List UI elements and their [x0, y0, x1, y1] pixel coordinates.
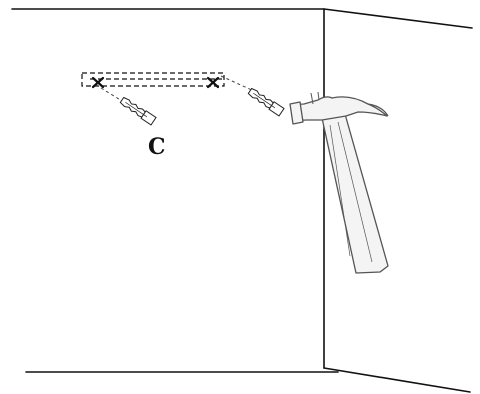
right-anchor-guide: [220, 75, 257, 93]
wall-anchor-plug-icon: [119, 96, 157, 126]
drill-mark-x-icon: [91, 76, 220, 89]
claw-hammer-icon: [289, 91, 389, 274]
left-anchor-guide: [100, 87, 123, 102]
side-wall-top-edge: [323, 8, 473, 29]
wall-anchor-plug-icon: [247, 87, 285, 117]
side-floor-edge: [323, 367, 471, 393]
rail-dashed-outline: [81, 72, 225, 87]
step-label: C: [148, 134, 166, 160]
